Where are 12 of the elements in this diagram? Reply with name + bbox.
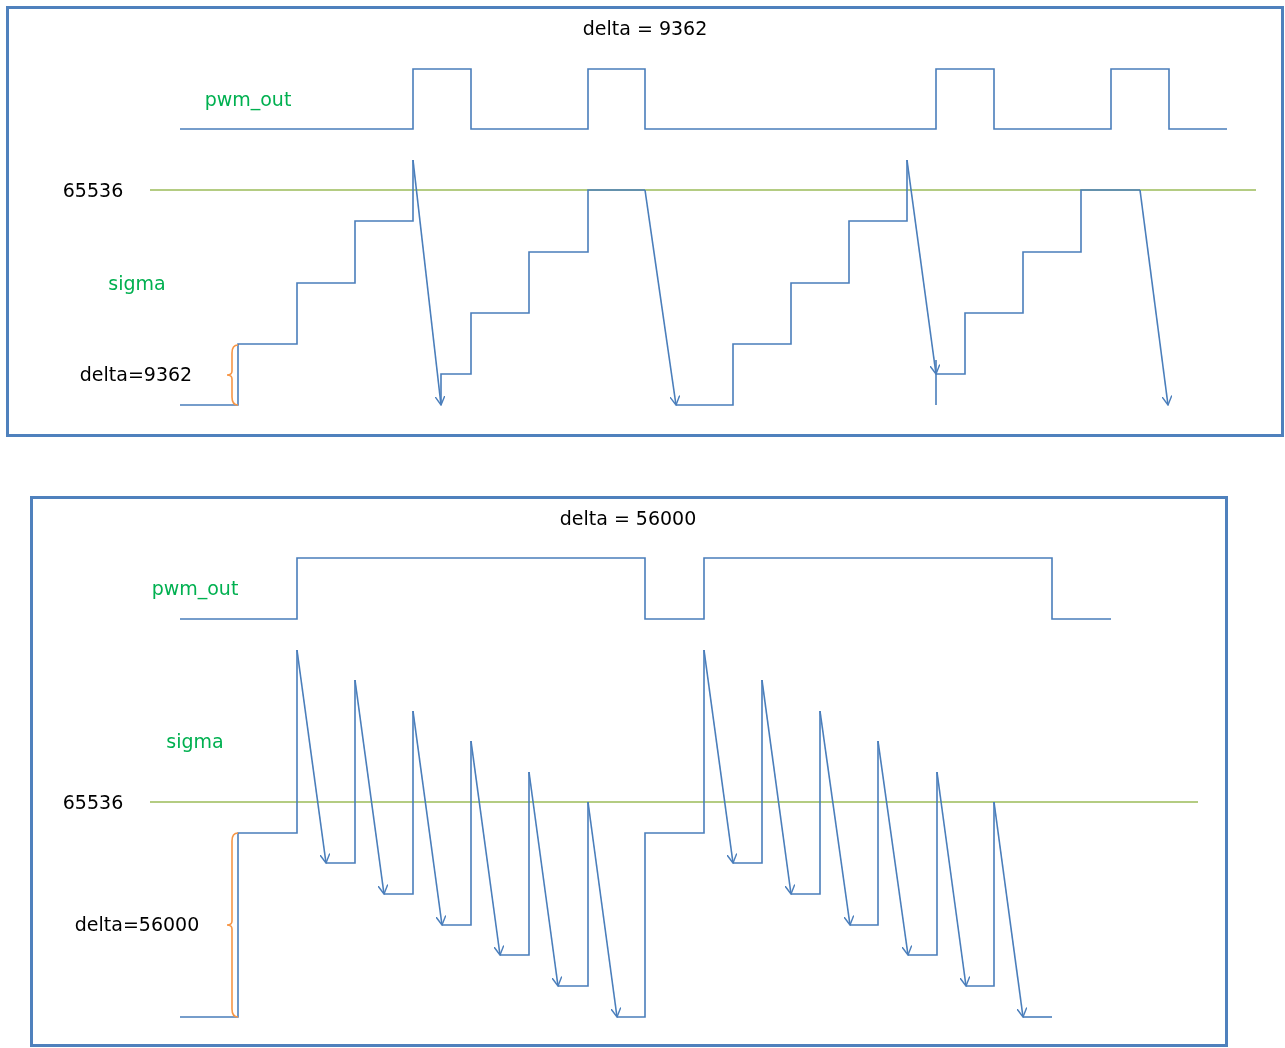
step-label: delta=56000 bbox=[74, 913, 200, 935]
level-label: 65536 bbox=[62, 791, 124, 813]
waveform-panel bbox=[6, 6, 1284, 437]
level-label: 65536 bbox=[62, 179, 124, 201]
waveform-panel bbox=[30, 496, 1228, 1047]
signal-label: pwm_out bbox=[204, 88, 292, 110]
panel-title: delta = 9362 bbox=[582, 17, 708, 39]
signal-label: pwm_out bbox=[151, 577, 239, 599]
panel-title: delta = 56000 bbox=[559, 507, 697, 529]
signal-label: sigma bbox=[166, 730, 224, 752]
step-label: delta=9362 bbox=[79, 363, 193, 385]
signal-label: sigma bbox=[108, 272, 166, 294]
